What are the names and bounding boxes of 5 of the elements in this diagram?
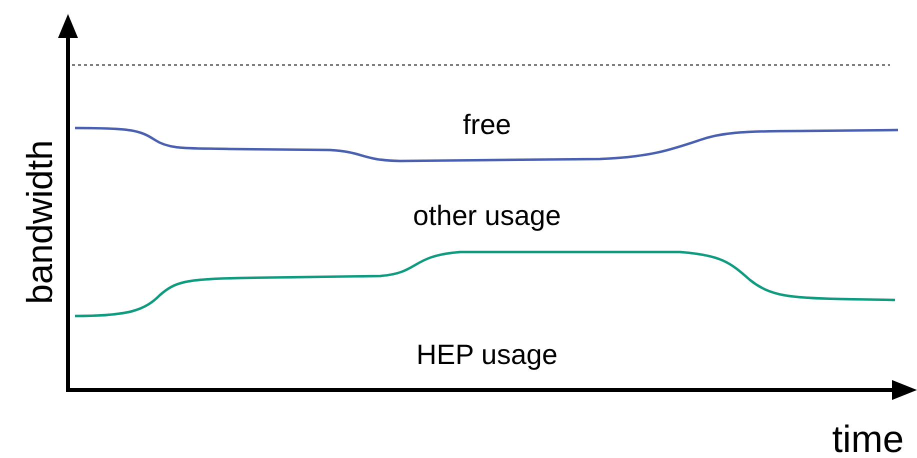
text-label: time [832,421,904,458]
text-label: free [462,111,512,139]
text-label: other usage [413,202,561,230]
text-label: bandwidth [22,140,58,304]
text-label: HEP usage [416,341,558,369]
